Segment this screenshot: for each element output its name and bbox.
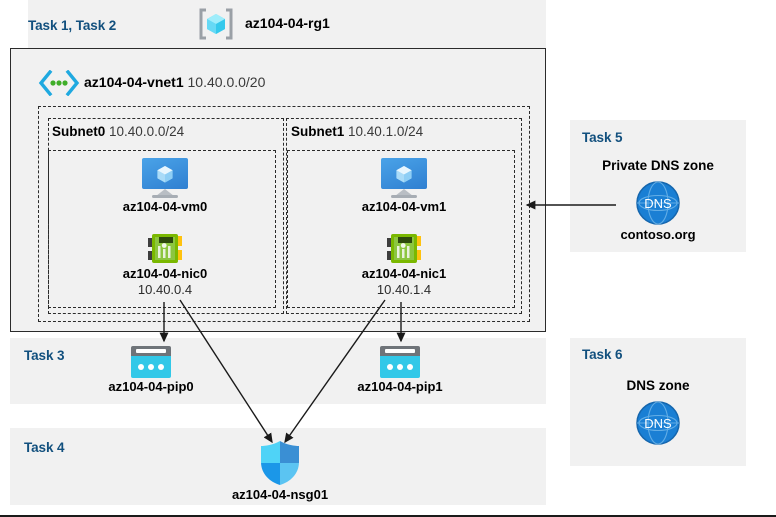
subnet1-box	[286, 118, 522, 314]
task-label-5: Task 5	[582, 130, 623, 145]
pip1-label: az104-04-pip1	[357, 379, 443, 394]
public-ip-address-icon	[131, 346, 171, 378]
subnet1-title: Subnet1 10.40.1.0/24	[291, 124, 423, 139]
vm1-node: az104-04-vm1	[349, 158, 459, 215]
resource-group-cube-icon	[199, 8, 233, 40]
private-dns-zone-name: contoso.org	[620, 227, 696, 242]
task-label-1-2: Task 1, Task 2	[28, 18, 117, 33]
dns-globe-icon: DNS	[635, 180, 681, 226]
svg-text:DNS: DNS	[644, 416, 672, 431]
nic0-node: az104-04-nic0 10.40.0.4	[110, 232, 220, 298]
subnet0-title: Subnet0 10.40.0.0/24	[52, 124, 184, 139]
subnet0-resources-box	[48, 150, 276, 308]
vm0-label: az104-04-vm0	[122, 199, 208, 214]
svg-text:DNS: DNS	[644, 196, 672, 211]
task-label-6: Task 6	[582, 347, 623, 362]
subnet1-cidr: 10.40.1.0/24	[348, 124, 424, 139]
network-interface-icon	[385, 232, 423, 265]
pip0-node: az104-04-pip0	[96, 346, 206, 395]
nic1-private-ip: 10.40.1.4	[376, 281, 432, 297]
dns-zone-node: DNS	[570, 400, 746, 446]
nic0-label: az104-04-nic0	[122, 266, 208, 281]
task-label-4: Task 4	[24, 440, 65, 455]
virtual-network-icon	[38, 70, 80, 96]
nsg-label: az104-04-nsg01	[231, 487, 329, 502]
subnet0-name: Subnet0	[52, 124, 106, 139]
dns-globe-icon: DNS	[635, 400, 681, 446]
vnet-name: az104-04-vnet1	[84, 74, 184, 90]
vm0-node: az104-04-vm0	[110, 158, 220, 215]
virtual-machine-icon	[142, 158, 188, 198]
vnet-address-space: 10.40.0.0/20	[187, 74, 266, 90]
network-security-group-shield-icon	[259, 440, 301, 486]
private-dns-zone-node: DNS contoso.org	[570, 180, 746, 243]
public-ip-address-icon	[380, 346, 420, 378]
pip0-label: az104-04-pip0	[108, 379, 194, 394]
subnet0-cidr: 10.40.0.0/24	[109, 124, 185, 139]
dns-zone-heading: DNS zone	[626, 378, 690, 393]
private-dns-zone-heading: Private DNS zone	[602, 158, 714, 173]
nsg-node: az104-04-nsg01	[220, 440, 340, 503]
pip1-node: az104-04-pip1	[345, 346, 455, 395]
virtual-machine-icon	[381, 158, 427, 198]
resource-group-name: az104-04-rg1	[245, 15, 330, 31]
subnets-container	[38, 106, 530, 322]
subnet1-name: Subnet1	[291, 124, 345, 139]
nic1-node: az104-04-nic1 10.40.1.4	[349, 232, 459, 298]
vm1-label: az104-04-vm1	[361, 199, 447, 214]
nic0-private-ip: 10.40.0.4	[137, 281, 193, 297]
virtual-network-panel	[10, 48, 546, 332]
task-label-3: Task 3	[24, 348, 65, 363]
virtual-network-title: az104-04-vnet1 10.40.0.0/20	[84, 74, 265, 90]
network-interface-icon	[146, 232, 184, 265]
resource-group-panel	[28, 0, 546, 48]
task3-panel	[10, 338, 546, 404]
nic1-label: az104-04-nic1	[361, 266, 447, 281]
